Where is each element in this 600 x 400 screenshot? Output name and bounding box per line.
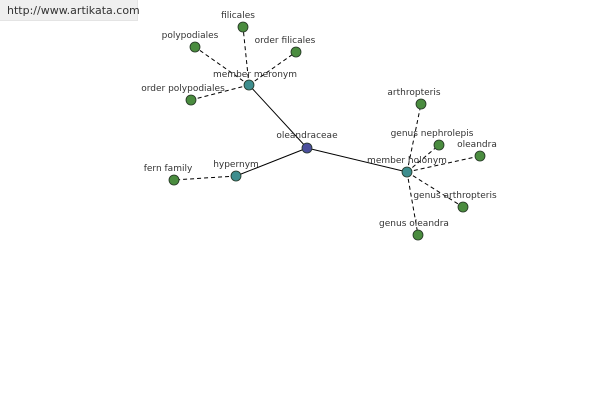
edge-member-meronym-order-filicales: [248, 51, 297, 86]
leaf-node-genus-arthropteris[interactable]: [457, 201, 469, 213]
graph-nodes: [168, 21, 486, 241]
leaf-node-genus-oleandra[interactable]: [412, 229, 424, 241]
url-bar[interactable]: http://www.artikata.com: [0, 0, 140, 21]
leaf-label-order-filicales[interactable]: order filicales: [255, 36, 316, 46]
leaf-label-arthropteris[interactable]: arthropteris: [387, 88, 440, 98]
leaf-node-order-filicales[interactable]: [290, 46, 302, 58]
relation-label-member-holonym[interactable]: member holonym: [367, 156, 447, 166]
leaf-node-oleandra[interactable]: [474, 150, 486, 162]
edge-root-hypernym: [235, 147, 308, 177]
leaf-node-order-polypodiales[interactable]: [185, 94, 197, 106]
edge-member-holonym-genus-arthropteris: [406, 171, 464, 208]
leaf-label-fern-family[interactable]: fern family: [144, 164, 193, 174]
edge-member-meronym-filicales: [242, 26, 250, 86]
url-link[interactable]: http://www.artikata.com: [7, 4, 140, 17]
leaf-label-filicales[interactable]: filicales: [221, 11, 255, 21]
graph-edges: [173, 26, 481, 236]
edge-root-member-holonym: [306, 147, 408, 173]
leaf-label-genus-arthropteris[interactable]: genus arthropteris: [413, 191, 497, 201]
leaf-node-filicales[interactable]: [237, 21, 249, 33]
leaf-label-polypodiales[interactable]: polypodiales: [162, 31, 219, 41]
relation-node-hypernym[interactable]: [230, 170, 242, 182]
leaf-label-genus-oleandra[interactable]: genus oleandra: [379, 219, 449, 229]
graph-labels: oleandraceae member meronym filicalespolyp…: [141, 11, 497, 229]
leaf-node-fern-family[interactable]: [168, 174, 180, 186]
leaf-label-oleandra[interactable]: oleandra: [457, 140, 497, 150]
edge-member-holonym-oleandra: [406, 155, 481, 173]
edge-hypernym-fern-family: [173, 175, 237, 181]
edge-member-holonym-genus-oleandra: [406, 171, 419, 236]
leaf-node-arthropteris[interactable]: [415, 98, 427, 110]
leaf-label-order-polypodiales[interactable]: order polypodiales: [141, 84, 225, 94]
edge-member-holonym-arthropteris: [406, 103, 422, 173]
relation-label-hypernym[interactable]: hypernym: [213, 160, 259, 170]
root-label-oleandraceae[interactable]: oleandraceae: [276, 131, 338, 141]
leaf-label-genus-nephrolepis[interactable]: genus nephrolepis: [391, 129, 474, 139]
leaf-node-polypodiales[interactable]: [189, 41, 201, 53]
edge-root-member-meronym: [248, 84, 308, 149]
relation-label-member-meronym[interactable]: member meronym: [213, 70, 297, 80]
root-node-oleandraceae[interactable]: [301, 142, 313, 154]
leaf-node-genus-nephrolepis[interactable]: [433, 139, 445, 151]
relation-node-member-meronym[interactable]: [243, 79, 255, 91]
relation-node-member-holonym[interactable]: [401, 166, 413, 178]
edge-member-meronym-order-polypodiales: [190, 84, 250, 101]
